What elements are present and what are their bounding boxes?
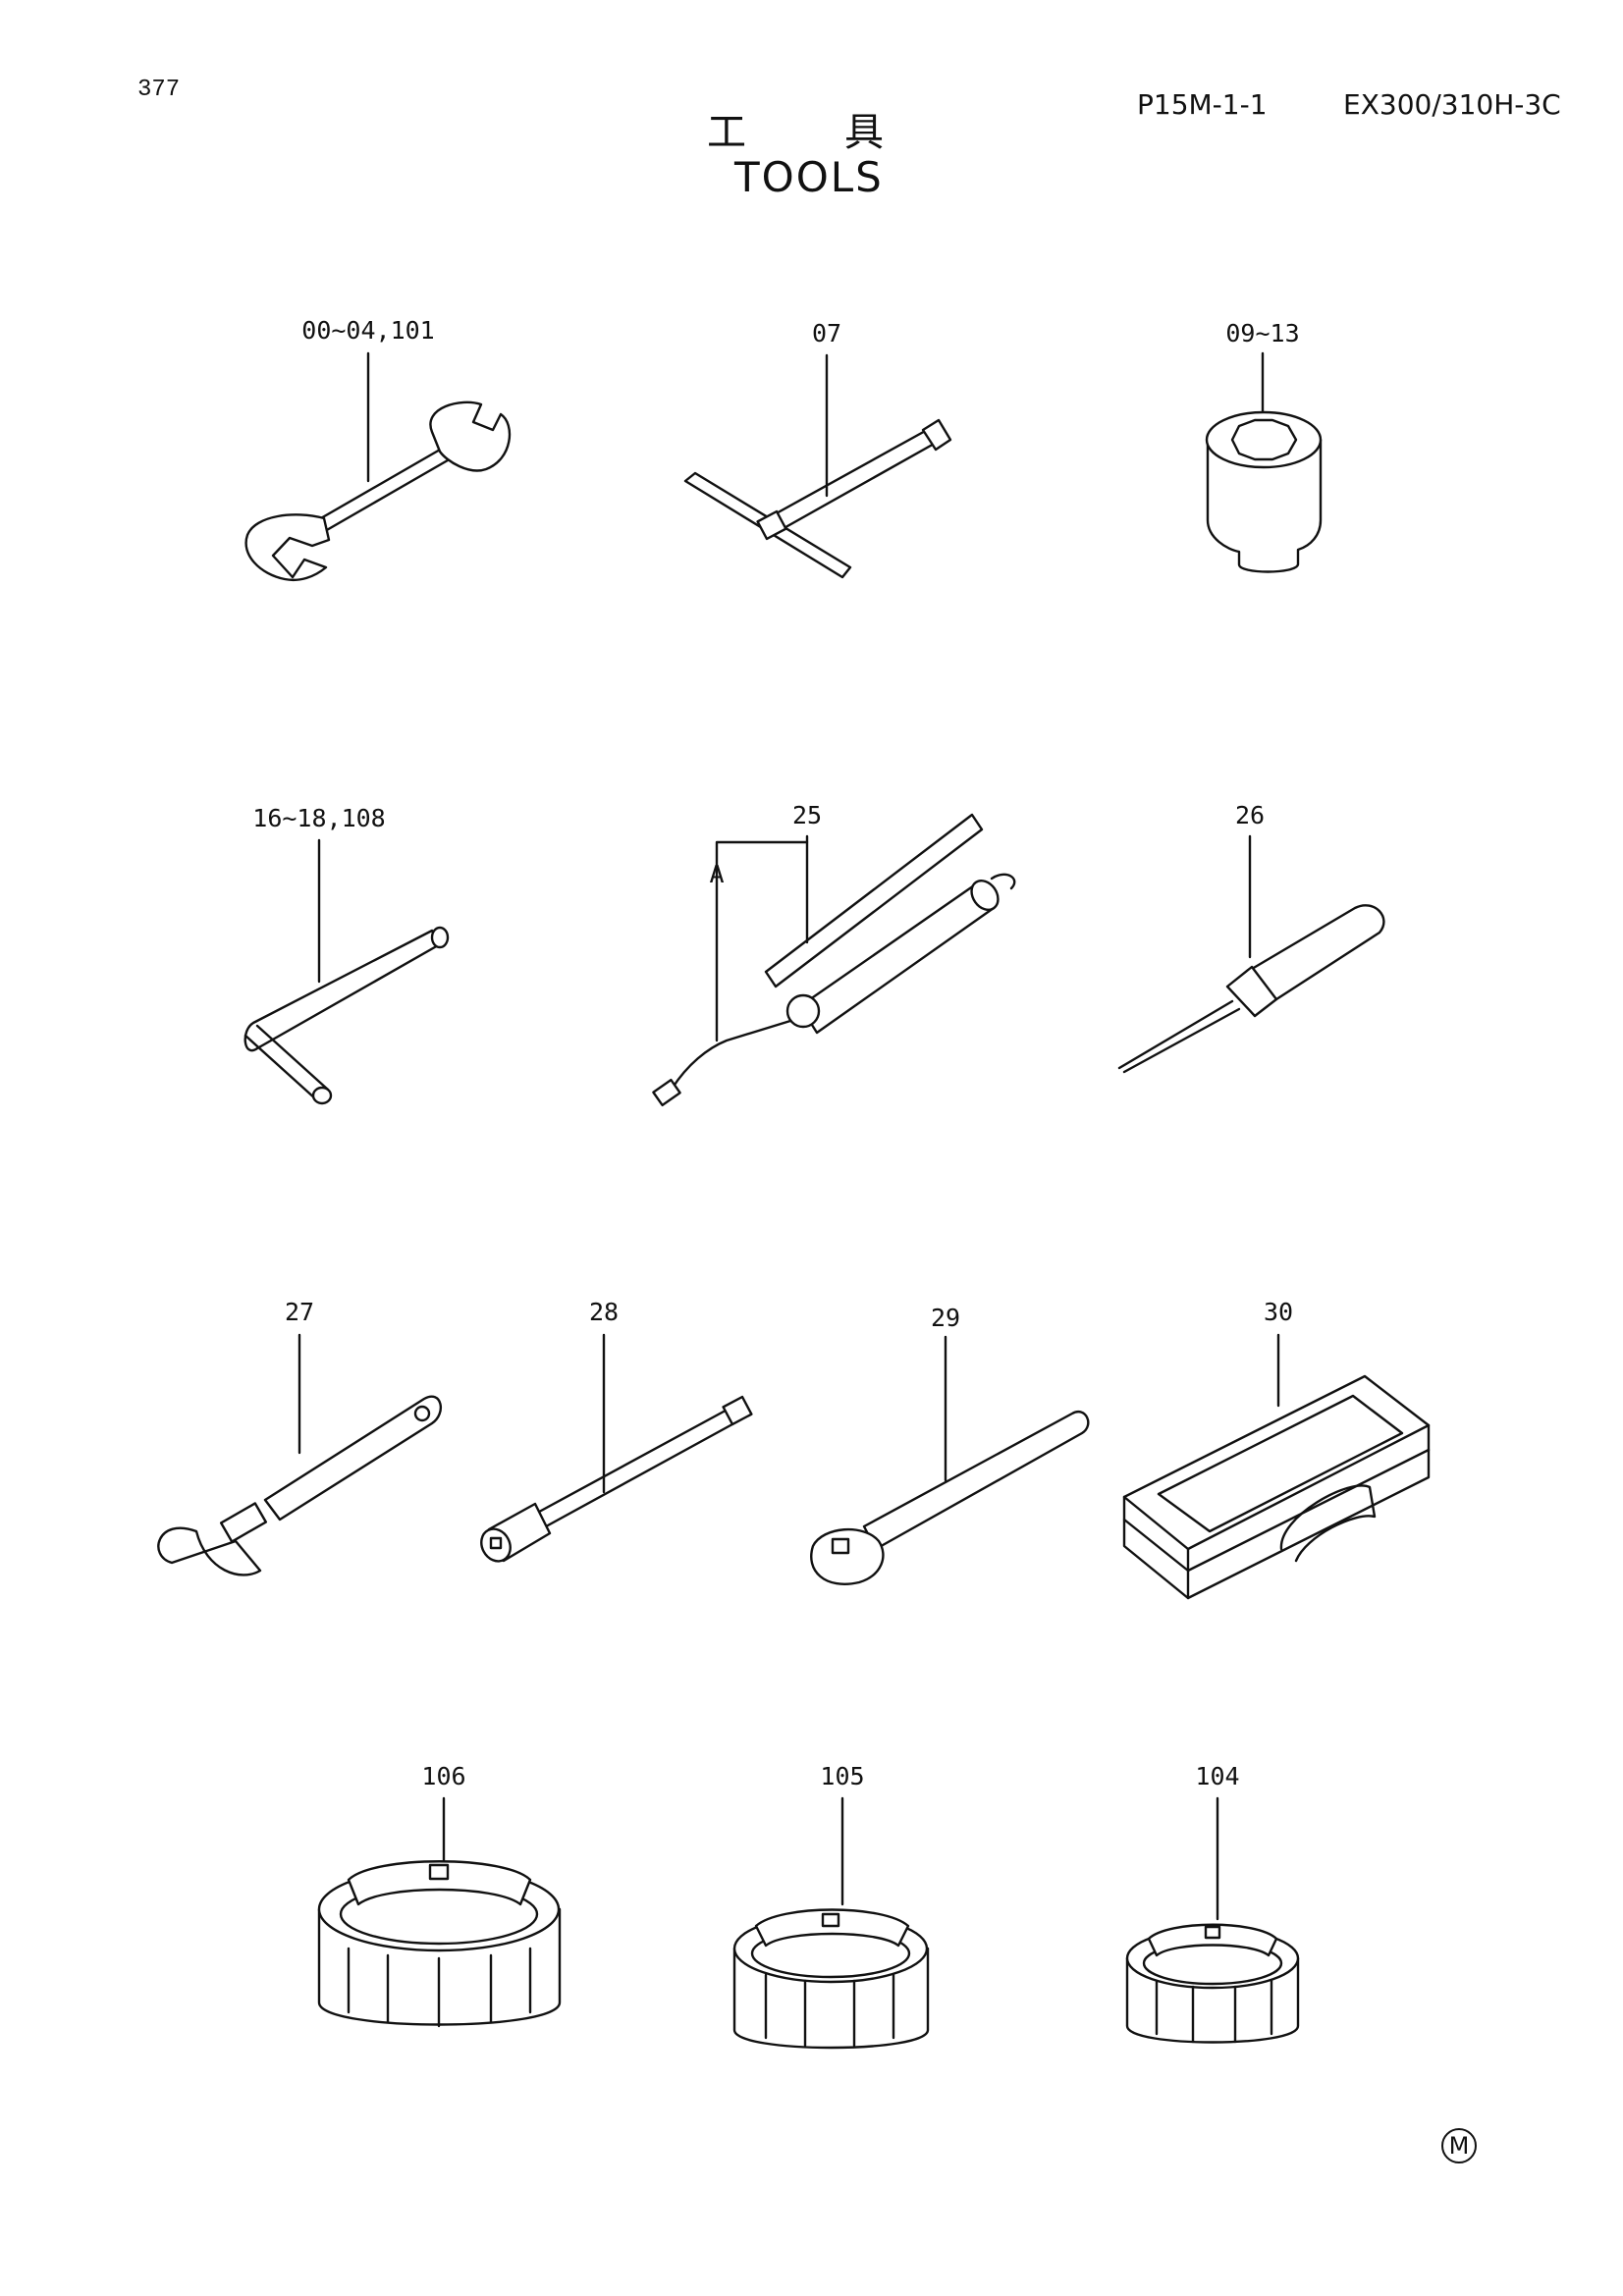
ratchet-handle-bar [862, 1411, 1090, 1551]
adjustable-wrench-hang-hole [413, 1405, 431, 1422]
grease-gun-barrel [798, 881, 996, 1035]
extension-bar-drive [722, 1395, 753, 1426]
marker-symbol: M [1441, 2128, 1477, 2163]
hex-key-tip [311, 1086, 333, 1105]
screwdriver-handle [1245, 904, 1385, 1001]
screwdriver-shaft [1117, 999, 1234, 1070]
callout-ratchet-handle: 29 [930, 1304, 961, 1332]
tool-box-front-left [1122, 1495, 1190, 1600]
page-title: TOOLS [734, 153, 884, 201]
screwdriver-shaft-edge [1122, 1007, 1241, 1074]
adjustable-wrench-drawing [157, 1333, 442, 1576]
callout-filter-wrench-large: 106 [421, 1762, 466, 1790]
t-wrench-drawing [683, 353, 952, 579]
tool-box-handle [1279, 1484, 1377, 1563]
callout-extension-bar: 28 [588, 1298, 620, 1326]
leader-line-grease-gun-a [715, 840, 809, 1042]
hex-key-short-arm [243, 1024, 330, 1101]
spanner-drawing [244, 351, 512, 581]
extension-bar-end-face [480, 1527, 512, 1563]
page-number: 377 [137, 77, 181, 103]
filter-wrench-small-drawing [1125, 1796, 1300, 2044]
grease-gun-head [785, 993, 821, 1029]
hex-key-drawing [243, 838, 450, 1105]
screwdriver-drawing [1117, 834, 1385, 1074]
socket-12-point-bore [1230, 418, 1298, 461]
callout-t-wrench: 07 [811, 319, 842, 347]
ratchet-head [810, 1528, 885, 1585]
page-title-japanese: 工具 [707, 110, 982, 155]
screwdriver-ferrule [1225, 965, 1278, 1018]
ratchet-square-drive [831, 1537, 850, 1555]
tool-box-seam-right [1186, 1448, 1431, 1573]
t-wrench-crossbar [683, 471, 852, 579]
tool-box-front-right [1186, 1423, 1431, 1600]
filter-wrench-small-bridge [1147, 1923, 1278, 1957]
callout-screwdriver: 26 [1234, 801, 1266, 829]
socket-drawing [1205, 351, 1323, 573]
filter-wrench-small-wall [1125, 1956, 1300, 2044]
grease-gun-nozzle [652, 1078, 681, 1107]
grease-gun-drawing [652, 813, 1016, 1107]
socket-top-rim [1205, 410, 1323, 469]
filter-wrench-medium-drawing [732, 1796, 930, 2050]
tool-box-seam-left [1122, 1518, 1190, 1573]
tool-box-lid-panel [1157, 1394, 1404, 1533]
socket-body [1206, 438, 1323, 573]
ratchet-handle-drawing [810, 1335, 1090, 1585]
filter-wrench-medium-drive-hole [821, 1912, 840, 1928]
grease-gun-barrel-end [970, 879, 1000, 912]
adjustable-wrench-worm [219, 1502, 268, 1543]
adjustable-wrench-jaw [157, 1526, 262, 1576]
grease-gun-lever [764, 813, 984, 988]
callout-filter-wrench-medium: 105 [820, 1762, 865, 1790]
spanner-head-large [244, 513, 331, 581]
t-wrench-shaft [762, 422, 947, 537]
page-code: P15M-1-1 [1137, 88, 1268, 121]
tool-box-drawing [1122, 1333, 1431, 1600]
filter-wrench-large-drawing [317, 1796, 562, 2028]
t-wrench-tip [921, 418, 952, 452]
filter-wrench-medium-wall [732, 1947, 930, 2050]
callout-filter-wrench-small: 104 [1195, 1762, 1240, 1790]
tool-box-lid-top [1122, 1374, 1431, 1551]
callout-grease-gun: 25 [791, 801, 823, 829]
extension-bar-drawing [480, 1333, 753, 1563]
model-number: EX300/310H-3C [1343, 88, 1561, 121]
callout-hex-key: 16~18,108 [252, 804, 386, 832]
callout-tool-box: 30 [1263, 1298, 1294, 1326]
spanner-head-small [429, 400, 512, 472]
extension-bar-square-hole [489, 1536, 503, 1550]
grease-gun-tube [671, 1019, 792, 1090]
hex-key-long-arm [243, 929, 442, 1052]
filter-wrench-medium-bridge [754, 1908, 910, 1948]
callout-socket: 09~13 [1225, 319, 1300, 347]
filter-wrench-large-bridge [347, 1860, 532, 1906]
hex-key-end [430, 926, 450, 949]
callout-spanner: 00~04,101 [301, 316, 435, 345]
filter-wrench-large-drive-hole [428, 1863, 450, 1881]
grease-gun-hook [990, 873, 1016, 890]
extension-bar-shaft [528, 1404, 743, 1533]
callout-adjustable-wrench: 27 [284, 1298, 315, 1326]
t-wrench-slider [756, 509, 787, 541]
filter-wrench-small-drive-hole [1204, 1925, 1221, 1940]
adjustable-wrench-handle [263, 1395, 442, 1522]
